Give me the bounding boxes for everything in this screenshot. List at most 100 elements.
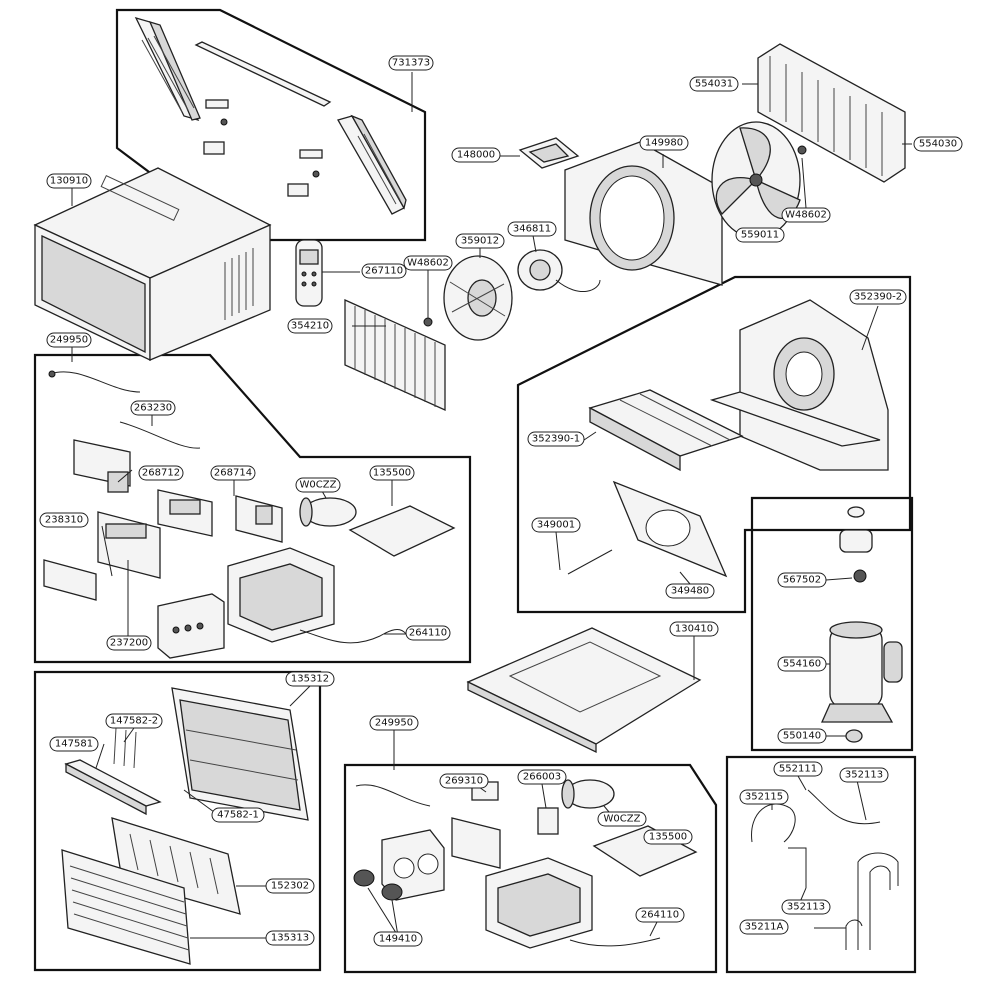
label-268714[interactable]: 268714 (210, 465, 256, 481)
svg-text:349480: 349480 (671, 586, 709, 597)
switch-bracket (451, 817, 501, 869)
label-550140[interactable]: 550140 (777, 728, 827, 744)
remote-control (295, 239, 323, 307)
overload-protector (839, 506, 873, 583)
label-147582-2[interactable]: 147582-2 (105, 713, 163, 729)
label-266003[interactable]: 266003 (517, 769, 567, 785)
label-w48602-b[interactable]: W48602 (781, 207, 831, 223)
side-curtain-right (337, 114, 407, 215)
label-349480[interactable]: 349480 (665, 583, 715, 599)
label-264110-b[interactable]: 264110 (635, 907, 685, 923)
label-238310[interactable]: 238310 (39, 512, 89, 528)
label-35211a[interactable]: 35211A (739, 919, 789, 935)
control-cover-a (348, 505, 456, 557)
svg-text:552111: 552111 (779, 764, 817, 775)
label-130910[interactable]: 130910 (46, 173, 92, 189)
frame-blower-housing (516, 275, 912, 614)
label-147581[interactable]: 147581 (49, 736, 99, 752)
capacitor-b (561, 779, 615, 809)
label-147582-1[interactable]: 47582-1 (211, 807, 265, 823)
label-263230[interactable]: 263230 (130, 400, 176, 416)
label-352390-2[interactable]: 352390-2 (849, 289, 907, 305)
display-pcb (73, 439, 131, 493)
control-box-b (485, 857, 593, 949)
compressor (820, 621, 903, 723)
label-346811[interactable]: 346811 (507, 221, 557, 237)
svg-text:147581: 147581 (55, 739, 93, 750)
svg-text:550140: 550140 (783, 731, 821, 742)
condenser-coil (757, 43, 906, 183)
wire-harness-b (355, 784, 431, 807)
control-box-a (227, 547, 335, 643)
label-552111[interactable]: 552111 (773, 761, 823, 777)
svg-text:268714: 268714 (214, 468, 252, 479)
motor-bracket (518, 137, 580, 169)
label-554030[interactable]: 554030 (913, 136, 963, 152)
label-135312[interactable]: 135312 (285, 671, 335, 687)
capacitor-a (299, 497, 357, 527)
label-149410[interactable]: 149410 (373, 931, 423, 947)
label-264110-a[interactable]: 264110 (405, 625, 451, 641)
front-frame (171, 687, 309, 821)
orifice-panel (612, 480, 728, 578)
horizontal-louver (64, 759, 162, 816)
svg-text:269310: 269310 (445, 776, 483, 787)
label-152302[interactable]: 152302 (265, 878, 315, 894)
label-352390-1[interactable]: 352390-1 (527, 431, 585, 447)
label-237200[interactable]: 237200 (106, 635, 152, 651)
svg-text:149410: 149410 (379, 934, 417, 945)
power-cord-b (569, 937, 661, 947)
label-w0czz-a[interactable]: W0CZZ (295, 477, 341, 493)
label-359012[interactable]: 359012 (455, 233, 505, 249)
frame-side-curtains (115, 8, 427, 242)
label-349001[interactable]: 349001 (531, 517, 581, 533)
label-149980[interactable]: 149980 (639, 135, 689, 151)
leader-lines (71, 72, 912, 939)
svg-text:352115: 352115 (745, 792, 783, 803)
label-559011[interactable]: 559011 (735, 227, 785, 243)
evaporator-coil (344, 298, 446, 412)
label-554160[interactable]: 554160 (777, 656, 827, 672)
label-130410[interactable]: 130410 (669, 621, 719, 637)
frame-front-grille (33, 670, 322, 972)
label-268712[interactable]: 268712 (138, 465, 184, 481)
compressor-grommet (845, 729, 863, 743)
label-249950-a[interactable]: 249950 (46, 332, 92, 348)
label-135500-a[interactable]: 135500 (369, 465, 415, 481)
blower-wheel (443, 255, 513, 341)
label-352113-a[interactable]: 352113 (839, 767, 889, 783)
label-w0czz-b[interactable]: W0CZZ (597, 811, 647, 827)
svg-text:W48602: W48602 (785, 210, 827, 221)
label-269310[interactable]: 269310 (439, 773, 489, 789)
label-w48602-a[interactable]: W48602 (403, 255, 453, 271)
svg-text:130410: 130410 (675, 624, 713, 635)
label-354210[interactable]: 354210 (287, 318, 333, 334)
curtain-brackets (203, 99, 323, 197)
label-148000[interactable]: 148000 (451, 147, 501, 163)
fan-motor (517, 249, 601, 292)
svg-text:47582-1: 47582-1 (217, 810, 259, 821)
base-pan (466, 627, 702, 754)
capillary-tube (751, 803, 796, 843)
label-731373[interactable]: 731373 (388, 55, 434, 71)
label-554031[interactable]: 554031 (689, 76, 739, 92)
label-267110[interactable]: 267110 (361, 263, 407, 279)
svg-text:135500: 135500 (649, 832, 687, 843)
svg-text:349001: 349001 (537, 520, 575, 531)
label-135313[interactable]: 135313 (265, 930, 315, 946)
vertical-louvers (113, 727, 137, 769)
decoration-panel (43, 559, 97, 601)
svg-text:352113: 352113 (845, 770, 883, 781)
svg-text:135500: 135500 (373, 468, 411, 479)
label-567502[interactable]: 567502 (777, 572, 827, 588)
label-352115[interactable]: 352115 (739, 789, 789, 805)
label-135500-b[interactable]: 135500 (643, 829, 693, 845)
svg-text:731373: 731373 (392, 58, 430, 69)
label-352113-b[interactable]: 352113 (781, 899, 831, 915)
frame-tubing (725, 755, 917, 974)
air-filter (588, 389, 744, 472)
power-cord-a (299, 629, 407, 644)
label-249950-b[interactable]: 249950 (369, 715, 419, 731)
top-rail (194, 41, 332, 107)
